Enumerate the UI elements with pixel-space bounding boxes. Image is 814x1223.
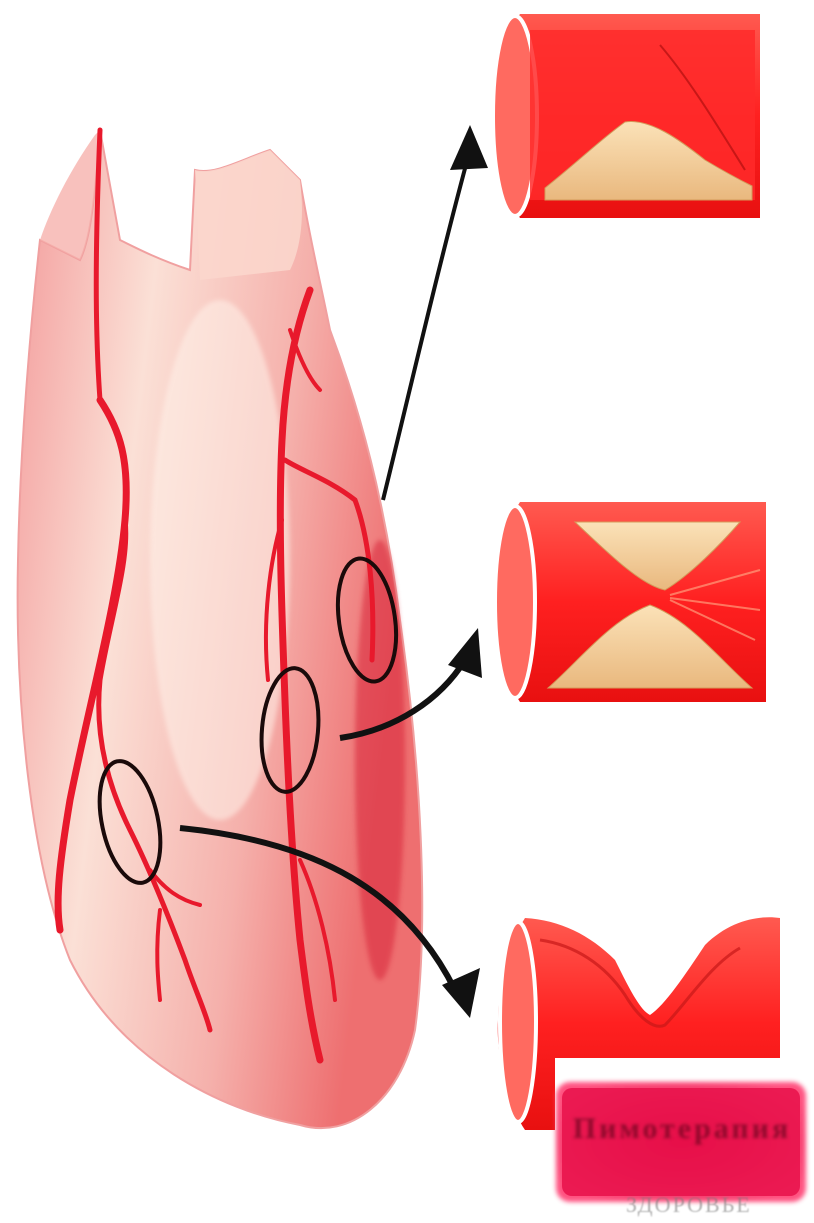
- watermark-subtext: ЗДОРОВЬЕ: [626, 1192, 814, 1218]
- arrow-head-middle: [448, 628, 482, 678]
- watermark-text: Пимотерапия: [566, 1112, 798, 1146]
- arrow-head-top: [450, 125, 488, 170]
- arrow-to-top-panel: [383, 150, 470, 500]
- heart-illustration: [18, 130, 423, 1128]
- tube-middle-opening: [495, 506, 535, 698]
- panel-severe-stenosis: [494, 502, 766, 702]
- panel-plaque-narrowing: [492, 14, 760, 218]
- tube-bottom-opening: [500, 922, 536, 1122]
